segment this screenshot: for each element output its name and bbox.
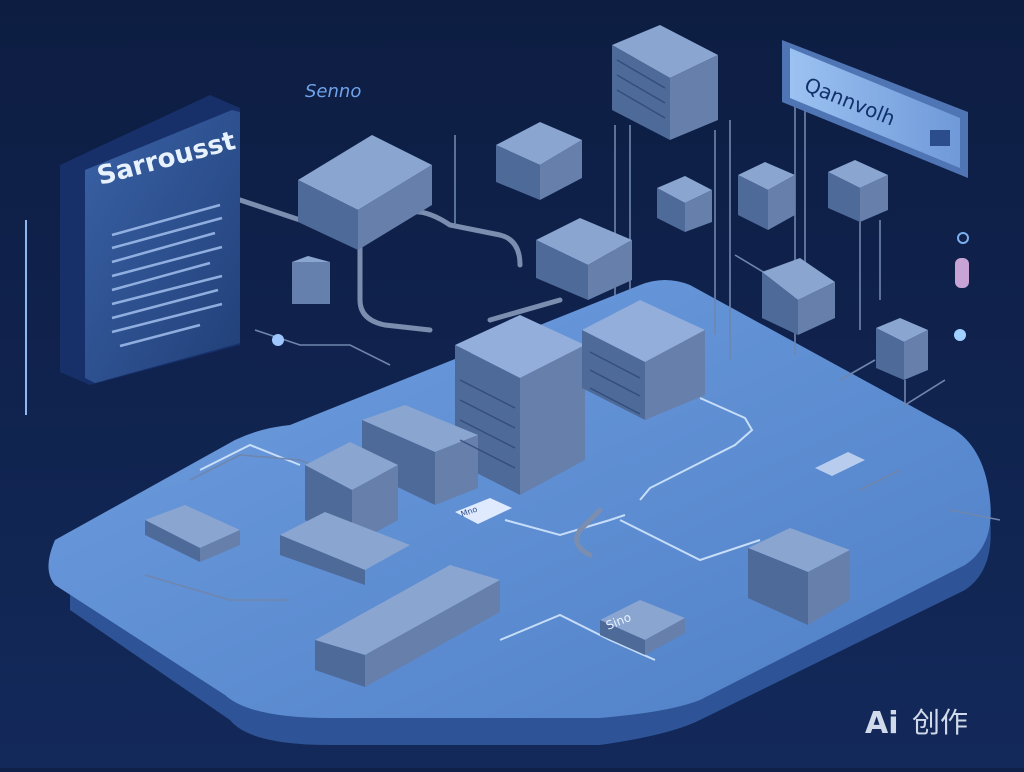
banner-sign [782,40,968,178]
document-panel-icon [25,95,240,415]
circuit-lines [199,397,761,661]
rack-stripes [459,59,666,469]
status-lights [272,232,969,346]
floor-tag [455,452,865,524]
watermark: Ai 创作 [865,706,968,741]
server-rack-icon [145,25,928,687]
floor-platform [48,280,991,745]
watermark-text: 创作 [912,706,968,739]
watermark-logo: Ai [865,706,899,741]
top-label: Senno [305,81,361,102]
